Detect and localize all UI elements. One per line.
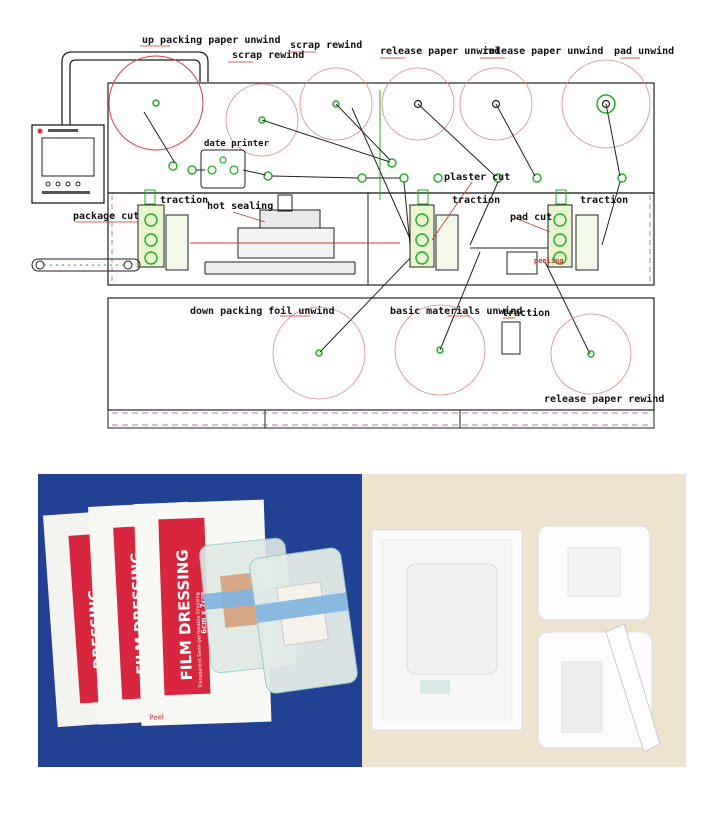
label-package-cut: package cut xyxy=(73,211,139,222)
machine-base xyxy=(107,409,655,429)
pack-subtitle: Transparent Semi-permeable Dressing xyxy=(195,592,204,689)
label-down-packing-foil-unwind: down packing foil unwind xyxy=(190,305,335,317)
down-packing-foil-roll xyxy=(272,306,366,400)
label-pad-unwind: pad unwind xyxy=(614,45,674,57)
release-paper-unwind-roll-2 xyxy=(459,67,533,141)
sealed-pouch xyxy=(371,529,523,731)
peel-label: Peel xyxy=(149,713,164,722)
pad-cut-unit xyxy=(547,189,599,271)
traction-unit-1 xyxy=(137,189,189,271)
label-scrap-rewind-1: scrap rewind xyxy=(232,49,304,61)
label-hot-sealing: hot sealing xyxy=(207,200,273,212)
label-pad-cut: pad cut xyxy=(510,212,552,223)
label-basic-materials-unwind: basic materials unwind xyxy=(390,305,522,317)
label-release-paper-unwind-1: release paper unwind xyxy=(380,45,500,57)
dressing-2 xyxy=(249,547,358,694)
label-release-paper-unwind-2: release paper unwind xyxy=(483,45,603,57)
plaster-cut-unit xyxy=(409,189,459,271)
label-traction-2: traction xyxy=(452,194,500,206)
control-panel xyxy=(31,124,105,204)
label-plaster-cut: plaster cut xyxy=(444,172,510,183)
basic-materials-roll xyxy=(394,304,486,396)
product-photo-dressings xyxy=(362,474,686,767)
release-paper-rewind-roll xyxy=(550,313,632,395)
label-up-packing-paper-unwind: up packing paper unwind xyxy=(142,34,280,46)
pad-unwind-roll xyxy=(561,59,651,149)
label-peeling: peeling xyxy=(534,257,564,265)
lower-traction-unit xyxy=(501,321,521,355)
label-release-paper-rewind: release paper rewind xyxy=(544,393,664,405)
scrap-rewind-roll-2 xyxy=(299,67,373,141)
peeling-unit xyxy=(506,251,538,275)
pack-size: 6cm x 7cm xyxy=(199,592,208,634)
output-conveyor xyxy=(31,258,141,272)
product-photo-packs: DRESSING FILM DRESSING FILM DRESSING Tra… xyxy=(38,474,362,767)
label-scrap-rewind-2: scrap rewind xyxy=(290,39,362,51)
machine-diagram: up packing paper unwind scrap rewind scr… xyxy=(31,34,674,429)
label-traction-3: traction xyxy=(580,194,628,206)
label-traction-1: traction xyxy=(160,194,208,206)
scrap-rewind-roll-1 xyxy=(225,83,299,157)
up-packing-paper-roll xyxy=(108,55,204,151)
machine-frame-upper xyxy=(107,82,655,194)
label-traction-4: traction xyxy=(502,307,550,319)
hot-sealing-unit xyxy=(190,194,400,275)
date-printer-unit xyxy=(200,149,246,189)
pack-3-title: FILM DRESSING xyxy=(173,549,196,681)
dressing-bottom xyxy=(537,623,661,753)
release-paper-unwind-roll-1 xyxy=(381,67,455,141)
dressing-top xyxy=(537,525,651,621)
label-date-printer: date printer xyxy=(204,138,270,149)
